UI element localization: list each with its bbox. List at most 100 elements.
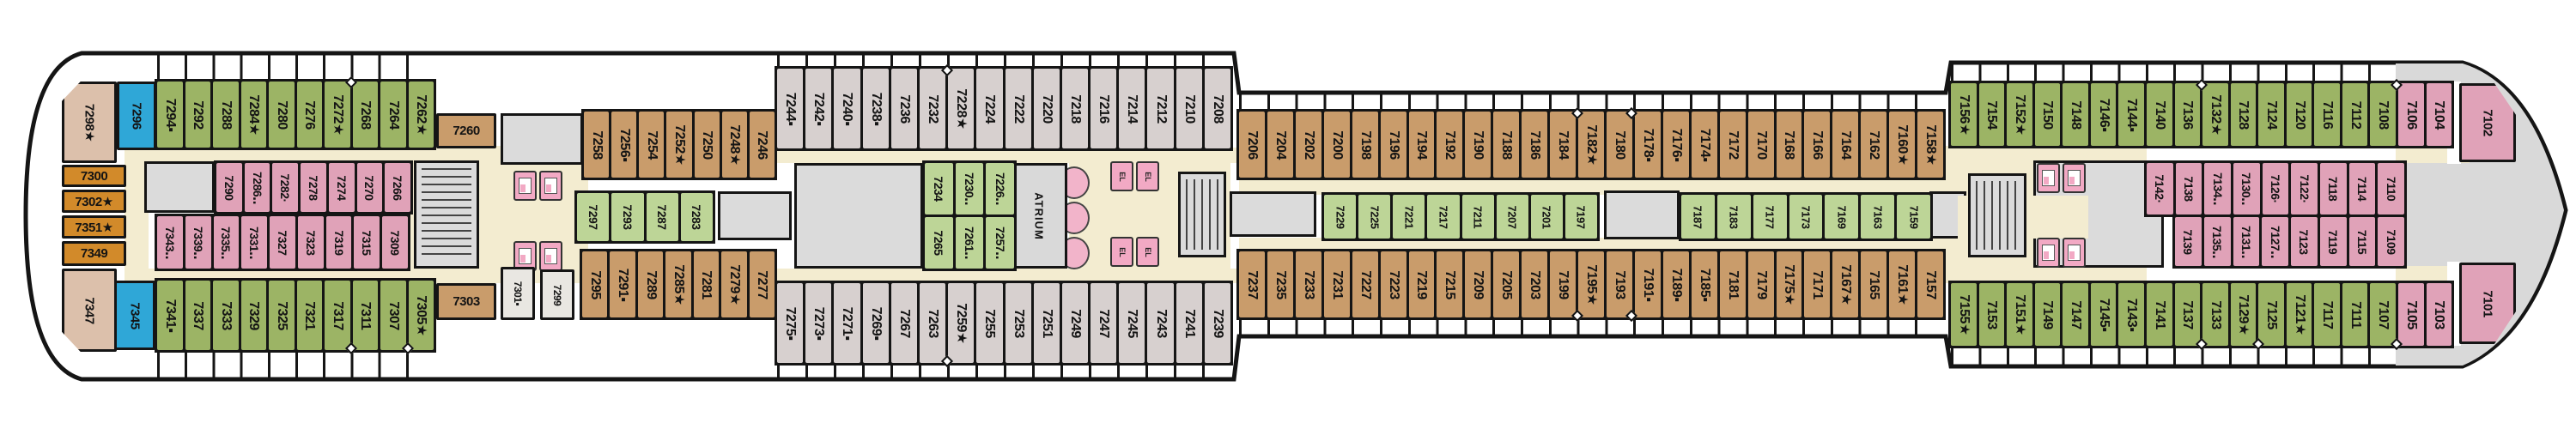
cabin-7244[interactable]: 7244▪ [777,69,804,148]
cabin-7248[interactable]: 7248★ [721,112,747,178]
cabin-7169[interactable]: 7169 [1825,195,1859,239]
cabin-7281[interactable]: 7281 [693,251,720,317]
cabin-7277[interactable]: 7277 [749,251,775,317]
cabin-7197[interactable]: 7197 [1564,195,1597,239]
cabin-7101[interactable]: 7101 [2459,263,2516,344]
cabin-7302[interactable]: 7302★ [62,190,126,213]
cabin-7140[interactable]: 7140 [2146,83,2172,146]
cabin-7165[interactable]: 7165 [1861,251,1887,317]
cabin-7273[interactable]: 7273▪ [805,283,832,363]
cabin-7118[interactable]: 7118 [2320,163,2347,214]
cabin-7204[interactable]: 7204 [1267,112,1293,178]
cabin-7261[interactable]: 7261‥ [955,217,984,269]
cabin-7147[interactable]: 7147 [2063,283,2088,346]
cabin-7153[interactable]: 7153 [1978,283,2005,346]
cabin-7333[interactable]: 7333 [213,281,239,350]
cabin-7233[interactable]: 7233 [1295,251,1321,317]
cabin-7299[interactable]: 7299 [540,269,574,320]
cabin-7214[interactable]: 7214 [1119,69,1145,148]
cabin-7155[interactable]: 7155★ [1951,283,1977,346]
cabin-7124[interactable]: 7124 [2258,83,2284,146]
cabin-7203[interactable]: 7203 [1522,251,1548,317]
cabin-7193[interactable]: 7193 [1606,251,1632,317]
cabin-7272[interactable]: 7272★ [325,82,350,148]
cabin-7282[interactable]: 7282· [272,163,299,212]
cabin-7141[interactable]: 7141 [2146,283,2172,346]
cabin-7158[interactable]: 7158★ [1917,112,1944,178]
cabin-7166[interactable]: 7166 [1804,112,1831,178]
cabin-7269[interactable]: 7269▪ [862,283,889,363]
cabin-7205[interactable]: 7205 [1493,251,1520,317]
cabin-7345[interactable]: 7345 [114,281,155,350]
cabin-7190[interactable]: 7190 [1465,112,1492,178]
cabin-7298[interactable]: 7298★ [62,82,117,163]
cabin-7339[interactable]: 7339‥ [185,216,211,269]
cabin-7211[interactable]: 7211 [1461,195,1494,239]
cabin-7189[interactable]: 7189▪ [1662,251,1689,317]
cabin-7179[interactable]: 7179 [1747,251,1774,317]
cabin-7194[interactable]: 7194 [1408,112,1435,178]
cabin-7305[interactable]: 7305★ [408,281,434,350]
cabin-7178[interactable]: 7178▪ [1634,112,1661,178]
cabin-7300[interactable]: 7300 [62,165,126,187]
cabin-7293[interactable]: 7293 [611,193,644,241]
cabin-7343[interactable]: 7343‥ [157,216,183,269]
cabin-7287[interactable]: 7287 [646,193,678,241]
cabin-7144[interactable]: 7144▪ [2118,83,2144,146]
cabin-7303[interactable]: 7303 [436,283,496,320]
cabin-7323[interactable]: 7323 [297,216,324,269]
cabin-7317[interactable]: 7317 [325,281,350,350]
cabin-7285[interactable]: 7285★ [665,251,691,317]
cabin-7325[interactable]: 7325 [269,281,295,350]
cabin-7102[interactable]: 7102 [2459,83,2516,162]
cabin-7209[interactable]: 7209 [1465,251,1492,317]
cabin-7177[interactable]: 7177 [1753,195,1787,239]
cabin-7167[interactable]: 7167★ [1832,251,1859,317]
cabin-7252[interactable]: 7252★ [666,112,692,178]
cabin-7162[interactable]: 7162 [1861,112,1887,178]
cabin-7234[interactable]: 7234 [925,163,953,214]
cabin-7243[interactable]: 7243 [1147,283,1174,363]
cabin-7251[interactable]: 7251 [1033,283,1060,363]
cabin-7112[interactable]: 7112 [2342,83,2368,146]
cabin-7149[interactable]: 7149 [2034,283,2061,346]
cabin-7160[interactable]: 7160★ [1889,112,1916,178]
cabin-7309[interactable]: 7309 [382,216,409,269]
cabin-7161[interactable]: 7161★ [1889,251,1916,317]
cabin-7335[interactable]: 7335‥ [213,216,240,269]
cabin-7289[interactable]: 7289 [637,251,664,317]
cabin-7307[interactable]: 7307 [380,281,406,350]
cabin-7199[interactable]: 7199 [1550,251,1577,317]
cabin-7255[interactable]: 7255 [976,283,1003,363]
cabin-7172[interactable]: 7172 [1719,112,1746,178]
cabin-7186[interactable]: 7186 [1522,112,1548,178]
cabin-7134[interactable]: 7134‥ [2204,163,2232,214]
cabin-7109[interactable]: 7109 [2378,217,2404,266]
cabin-7184[interactable]: 7184 [1550,112,1577,178]
cabin-7254[interactable]: 7254 [639,112,665,178]
cabin-7321[interactable]: 7321 [296,281,322,350]
cabin-7301[interactable]: 7301▪ [501,267,535,320]
cabin-7103[interactable]: 7103 [2426,283,2451,346]
cabin-7240[interactable]: 7240▪ [834,69,860,148]
cabin-7201[interactable]: 7201 [1530,195,1563,239]
cabin-7267[interactable]: 7267 [890,283,917,363]
cabin-7292[interactable]: 7292 [185,82,210,148]
cabin-7181[interactable]: 7181 [1719,251,1746,317]
cabin-7151[interactable]: 7151★ [2007,283,2032,346]
cabin-7249[interactable]: 7249 [1061,283,1089,363]
cabin-7131[interactable]: 7131‥ [2233,217,2260,266]
cabin-7128[interactable]: 7128 [2230,83,2257,146]
cabin-7170[interactable]: 7170 [1747,112,1774,178]
cabin-7150[interactable]: 7150 [2034,83,2061,146]
cabin-7114[interactable]: 7114 [2348,163,2376,214]
cabin-7275[interactable]: 7275▪ [777,283,804,363]
cabin-7159[interactable]: 7159 [1897,195,1931,239]
cabin-7195[interactable]: 7195★ [1578,251,1604,317]
cabin-7280[interactable]: 7280 [269,82,295,148]
cabin-7104[interactable]: 7104 [2426,83,2451,146]
cabin-7327[interactable]: 7327 [270,216,295,269]
cabin-7221[interactable]: 7221 [1393,195,1425,239]
cabin-7228[interactable]: 7228★ [948,69,975,148]
cabin-7105[interactable]: 7105 [2398,283,2424,346]
